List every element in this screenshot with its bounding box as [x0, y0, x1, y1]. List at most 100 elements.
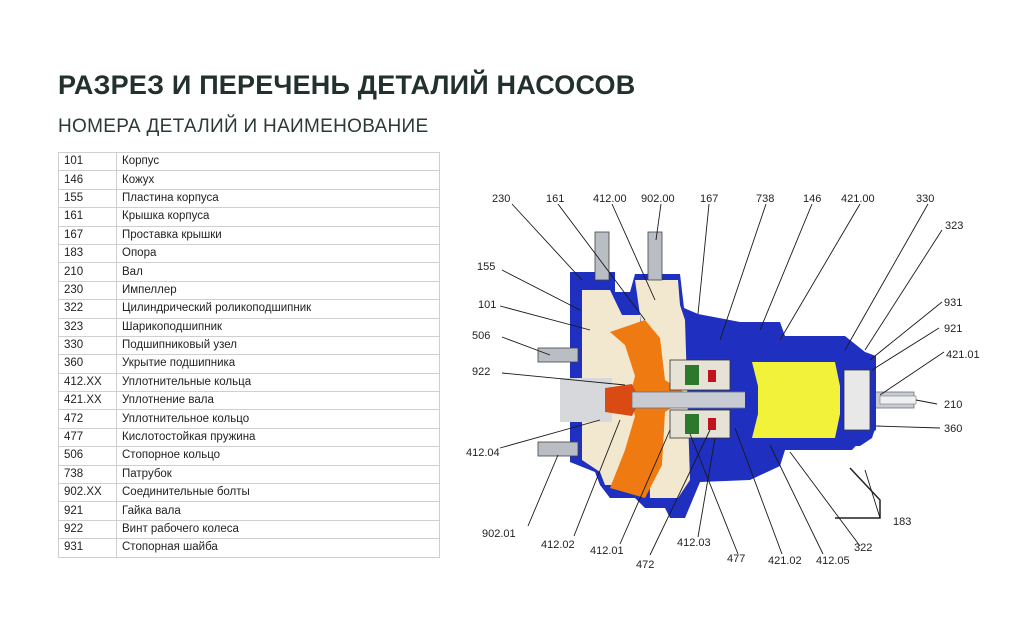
- callout-183: 183: [893, 516, 911, 528]
- callout-210: 210: [944, 399, 962, 411]
- part-number: 902.XX: [58, 483, 117, 503]
- callout-412-01: 412.01: [590, 545, 624, 557]
- part-name: Кислотостойкая пружина: [116, 427, 440, 448]
- o-ring-472: [708, 370, 716, 382]
- callout-330: 330: [916, 193, 934, 205]
- callout-412-00: 412.00: [593, 193, 627, 205]
- bolt-902-01: [537, 441, 579, 457]
- callout-155: 155: [477, 261, 495, 273]
- callout-323: 323: [945, 220, 963, 232]
- callout-902-01: 902.01: [482, 528, 516, 540]
- callout-322: 322: [854, 542, 872, 554]
- part-name: Крышка корпуса: [116, 207, 440, 227]
- part-number: 146: [58, 170, 117, 190]
- part-number: 421.XX: [58, 391, 117, 411]
- bearing-323: [843, 369, 871, 431]
- callout-146: 146: [803, 193, 821, 205]
- callout-921: 921: [944, 323, 962, 335]
- impeller-230: [610, 320, 690, 498]
- part-name: Уплотнение вала: [116, 391, 440, 411]
- part-name: Проставка крышки: [116, 225, 440, 245]
- part-number: 738: [58, 464, 117, 485]
- callout-360: 360: [944, 423, 962, 435]
- page-title: РАЗРЕЗ И ПЕРЕЧЕНЬ ДЕТАЛИЙ НАСОСОВ: [58, 70, 636, 100]
- bolt-902-00b: [647, 231, 663, 281]
- part-number: 161: [58, 207, 117, 227]
- leader-lines: [499, 203, 945, 556]
- callout-412-04: 412.04: [466, 447, 500, 459]
- shaft-seal-421: [669, 359, 731, 391]
- callout-477: 477: [727, 553, 745, 565]
- bearing-322: [752, 362, 840, 438]
- part-name: Цилиндрический роликоподшипник: [116, 299, 440, 319]
- part-number: 322: [58, 299, 117, 319]
- callout-421-01: 421.01: [946, 349, 980, 361]
- inlet-nozzle: [560, 378, 612, 422]
- o-ring-472-lower: [708, 418, 716, 430]
- part-number: 922: [58, 519, 117, 540]
- impeller-cap-922: [605, 384, 640, 416]
- part-name: Вал: [116, 262, 440, 282]
- part-number: 101: [58, 151, 117, 172]
- shaft-seal-lower: [669, 409, 731, 439]
- part-name: Импеллер: [116, 280, 440, 301]
- part-name: Укрытие подшипника: [116, 354, 440, 374]
- part-number: 477: [58, 427, 117, 448]
- part-name: Пластина корпуса: [116, 188, 440, 209]
- part-number: 931: [58, 538, 117, 558]
- part-name: Опора: [116, 243, 440, 264]
- callout-167: 167: [700, 193, 718, 205]
- part-number: 210: [58, 262, 117, 282]
- part-name: Патрубок: [116, 464, 440, 485]
- part-name: Стопорная шайба: [116, 538, 440, 558]
- callout-161: 161: [546, 193, 564, 205]
- part-name: Стопорное кольцо: [116, 446, 440, 466]
- callout-230: 230: [492, 193, 510, 205]
- part-name: Гайка вала: [116, 501, 440, 521]
- part-name: Подшипниковый узел: [116, 335, 440, 356]
- callout-421-02: 421.02: [768, 555, 802, 567]
- shaft-key: [879, 395, 917, 405]
- callout-412-03: 412.03: [677, 537, 711, 549]
- part-name: Винт рабочего колеса: [116, 519, 440, 540]
- part-number: 330: [58, 335, 117, 356]
- part-name: Корпус: [116, 151, 440, 172]
- spring-477: [685, 365, 699, 385]
- callout-931: 931: [944, 297, 962, 309]
- part-number: 506: [58, 446, 117, 466]
- part-number: 412.XX: [58, 372, 117, 393]
- callout-472: 472: [636, 559, 654, 571]
- part-number: 921: [58, 501, 117, 521]
- callout-412-02: 412.02: [541, 539, 575, 551]
- part-name: Шарикоподшипник: [116, 317, 440, 337]
- part-number: 167: [58, 225, 117, 245]
- part-name: Уплотнительные кольца: [116, 372, 440, 393]
- part-number: 230: [58, 280, 117, 301]
- callout-902-00: 902.00: [641, 193, 675, 205]
- callout-101: 101: [478, 299, 496, 311]
- part-number: 183: [58, 243, 117, 264]
- pump-cross-section-diagram: 230 161 412.00 902.00 167 738 146 421.00…: [466, 193, 980, 571]
